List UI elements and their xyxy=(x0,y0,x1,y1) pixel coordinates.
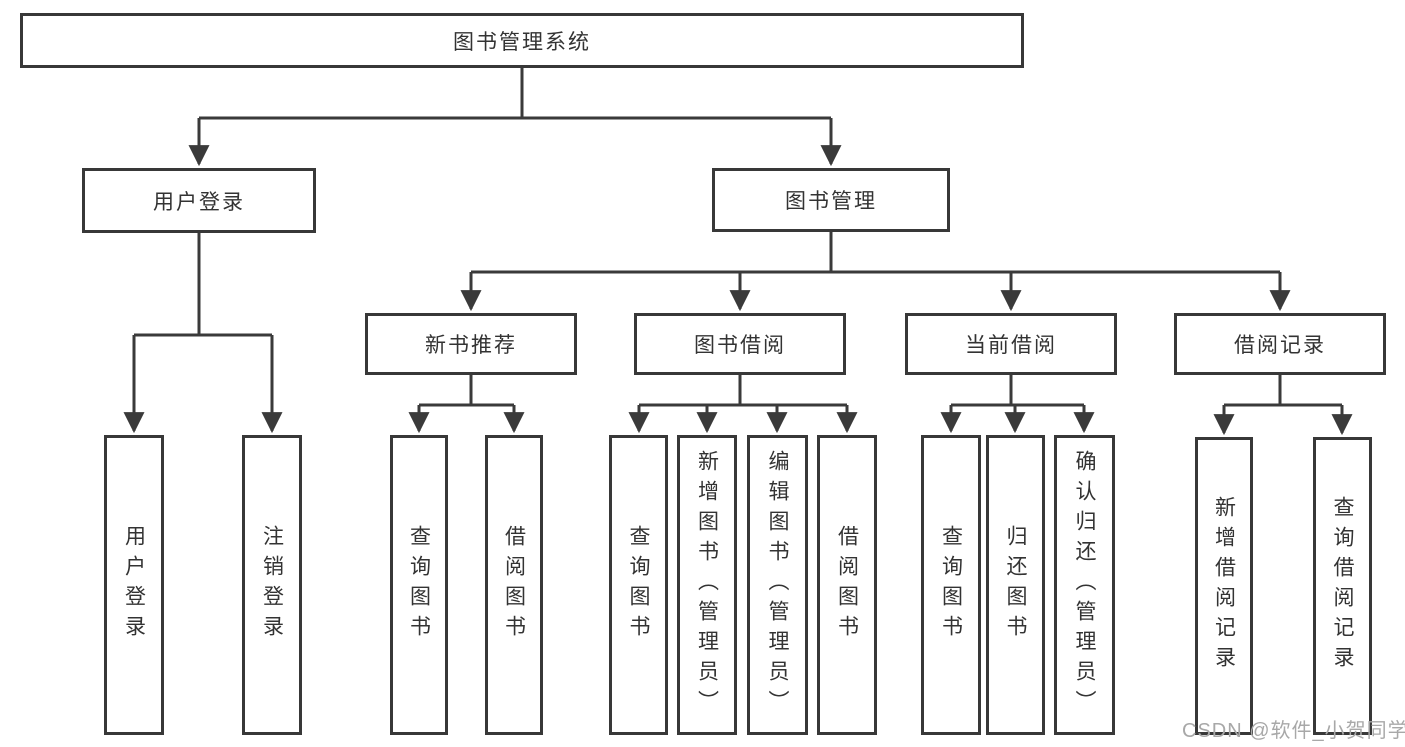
leaf-logout-label: 注销登录 xyxy=(260,525,284,645)
node-current-borrow-label: 当前借阅 xyxy=(965,334,1057,357)
leaf-borrow-books-2: 借阅图书 xyxy=(817,435,877,735)
node-user-login-label: 用户登录 xyxy=(153,190,245,214)
leaf-borrow-books-1-label: 借阅图书 xyxy=(502,525,526,645)
node-current-borrow: 当前借阅 xyxy=(905,313,1117,375)
leaf-user-login: 用户登录 xyxy=(104,435,164,735)
leaf-add-books-admin-label: 新增图书（管理员） xyxy=(695,450,719,720)
csdn-watermark: CSDN @软件_小贺同学 xyxy=(1182,720,1405,742)
leaf-query-books-2: 查询图书 xyxy=(609,435,668,735)
node-book-management-label: 图书管理 xyxy=(785,190,877,213)
leaf-add-borrow-record: 新增借阅记录 xyxy=(1195,437,1253,735)
leaf-add-borrow-record-label: 新增借阅记录 xyxy=(1212,496,1236,676)
node-new-book-recommend: 新书推荐 xyxy=(365,313,577,375)
leaf-query-borrow-record: 查询借阅记录 xyxy=(1313,437,1372,735)
leaf-confirm-return-admin-label: 确认归还（管理员） xyxy=(1073,450,1097,720)
leaf-borrow-books-2-label: 借阅图书 xyxy=(835,525,859,645)
leaf-return-books: 归还图书 xyxy=(986,435,1045,735)
leaf-edit-books-admin: 编辑图书（管理员） xyxy=(747,435,808,735)
node-book-borrow-label: 图书借阅 xyxy=(694,334,786,357)
leaf-edit-books-admin-label: 编辑图书（管理员） xyxy=(766,450,790,720)
node-borrow-records: 借阅记录 xyxy=(1174,313,1386,375)
node-user-login: 用户登录 xyxy=(82,168,316,233)
node-root-label: 图书管理系统 xyxy=(453,30,591,54)
leaf-user-login-label: 用户登录 xyxy=(122,525,146,645)
leaf-query-books-1: 查询图书 xyxy=(390,435,448,735)
node-book-borrow: 图书借阅 xyxy=(634,313,846,375)
leaf-query-books-3: 查询图书 xyxy=(921,435,981,735)
leaf-confirm-return-admin: 确认归还（管理员） xyxy=(1054,435,1115,735)
leaf-query-books-3-label: 查询图书 xyxy=(939,525,963,645)
leaf-add-books-admin: 新增图书（管理员） xyxy=(677,435,737,735)
node-borrow-records-label: 借阅记录 xyxy=(1234,334,1326,357)
leaf-query-borrow-record-label: 查询借阅记录 xyxy=(1331,496,1355,676)
node-book-management: 图书管理 xyxy=(712,168,950,232)
leaf-logout: 注销登录 xyxy=(242,435,302,735)
leaf-query-books-1-label: 查询图书 xyxy=(407,525,431,645)
leaf-return-books-label: 归还图书 xyxy=(1004,525,1028,645)
leaf-borrow-books-1: 借阅图书 xyxy=(485,435,543,735)
node-new-book-recommend-label: 新书推荐 xyxy=(425,334,517,357)
node-root: 图书管理系统 xyxy=(20,13,1024,68)
leaf-query-books-2-label: 查询图书 xyxy=(627,525,651,645)
